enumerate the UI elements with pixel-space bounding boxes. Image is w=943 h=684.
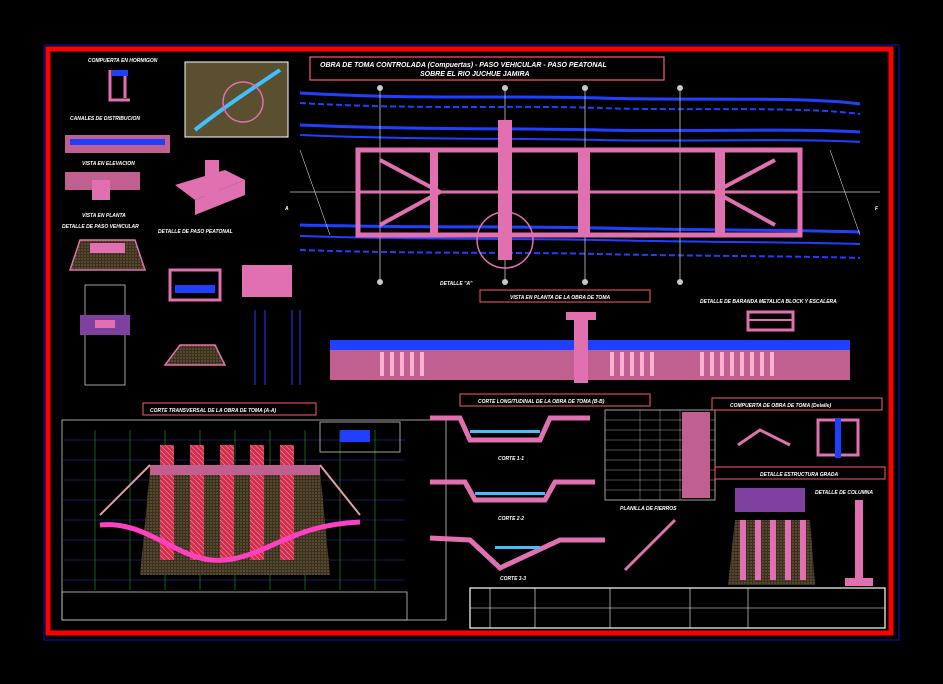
axis-f: F bbox=[875, 206, 879, 212]
main-title-block: OBRA DE TOMA CONTROLADA (Compuertas) - P… bbox=[309, 56, 665, 81]
svg-text:COMPUERTA DE OBRA DE TOMA (Det: COMPUERTA DE OBRA DE TOMA (Detalle) bbox=[730, 403, 831, 409]
railing-detail-title: DETALLE DE BARANDA METALICA BLOCK Y ESCA… bbox=[700, 299, 837, 305]
axis-markers: A F bbox=[284, 206, 879, 212]
left-middle-details bbox=[80, 265, 301, 386]
title-block bbox=[469, 587, 886, 629]
detail-a-label: DETALLE "A" bbox=[440, 281, 473, 287]
svg-text:VISTA EN ELEVACION: VISTA EN ELEVACION bbox=[82, 161, 135, 167]
svg-text:DETALLE DE PASO PEATONAL: DETALLE DE PASO PEATONAL bbox=[158, 229, 233, 235]
svg-text:CORTE LONGITUDINAL DE LA OBRA: CORTE LONGITUDINAL DE LA OBRA DE TOMA (B… bbox=[478, 399, 605, 405]
gate-detail-title: COMPUERTA DE OBRA DE TOMA (Detalle) bbox=[711, 397, 883, 411]
long-section-title: CORTE LONGITUDINAL DE LA OBRA DE TOMA (B… bbox=[459, 393, 651, 407]
isometric-detail bbox=[175, 160, 245, 215]
stair-detail bbox=[623, 518, 677, 572]
plan-view-title: VISTA EN PLANTA DE LA OBRA DE TOMA bbox=[479, 289, 651, 303]
svg-text:CORTE TRANSVERSAL DE LA OBRA D: CORTE TRANSVERSAL DE LA OBRA DE TOMA (A-… bbox=[150, 408, 276, 414]
sheet-border bbox=[45, 46, 894, 636]
rebar-schedule: PLANILLA DE FIERROS bbox=[604, 409, 716, 512]
svg-text:PLANILLA DE FIERROS: PLANILLA DE FIERROS bbox=[620, 506, 677, 512]
main-title-line1: OBRA DE TOMA CONTROLADA (Compuertas) - P… bbox=[320, 62, 607, 69]
outer-frame-blue bbox=[43, 44, 900, 641]
svg-text:VISTA EN PLANTA DE LA OBRA DE: VISTA EN PLANTA DE LA OBRA DE TOMA bbox=[510, 295, 610, 301]
railing-detail bbox=[746, 310, 795, 332]
svg-text:CORTE 1-1: CORTE 1-1 bbox=[498, 456, 524, 462]
cut-sections: CORTE 1-1 CORTE 2-2 CORTE 3-3 bbox=[429, 415, 605, 582]
svg-text:DETALLE DE PASO VEHICULAR: DETALLE DE PASO VEHICULAR bbox=[62, 224, 139, 230]
svg-text:CORTE 2-2: CORTE 2-2 bbox=[498, 516, 524, 522]
structure-detail bbox=[728, 488, 873, 586]
svg-text:CANALES DE DISTRIBUCION: CANALES DE DISTRIBUCION bbox=[70, 116, 140, 122]
column-detail-title: DETALLE DE COLUMNA bbox=[815, 490, 873, 496]
longitudinal-elevation bbox=[330, 312, 850, 383]
svg-text:COMPUERTA EN HORMIGON: COMPUERTA EN HORMIGON bbox=[88, 58, 158, 64]
svg-text:DETALLE ESTRUCTURA GRADA: DETALLE ESTRUCTURA GRADA bbox=[760, 472, 838, 478]
gate-detail bbox=[737, 418, 860, 458]
cross-section-title: CORTE TRANSVERSAL DE LA OBRA DE TOMA (A-… bbox=[142, 402, 317, 416]
svg-text:CORTE 3-3: CORTE 3-3 bbox=[500, 576, 526, 582]
main-title-line2: SOBRE EL RIO JUCHUE JAMIRA bbox=[420, 71, 530, 78]
axis-a: A bbox=[284, 206, 289, 212]
svg-text:VISTA EN PLANTA: VISTA EN PLANTA bbox=[82, 213, 126, 219]
cross-section-drawing bbox=[61, 419, 447, 621]
structure-detail-title: DETALLE ESTRUCTURA GRADA bbox=[714, 466, 886, 480]
top-left-details: COMPUERTA EN HORMIGON CANALES DE DISTRIB… bbox=[62, 58, 289, 271]
plan-view-drawing: DETALLE "A" bbox=[290, 85, 880, 287]
